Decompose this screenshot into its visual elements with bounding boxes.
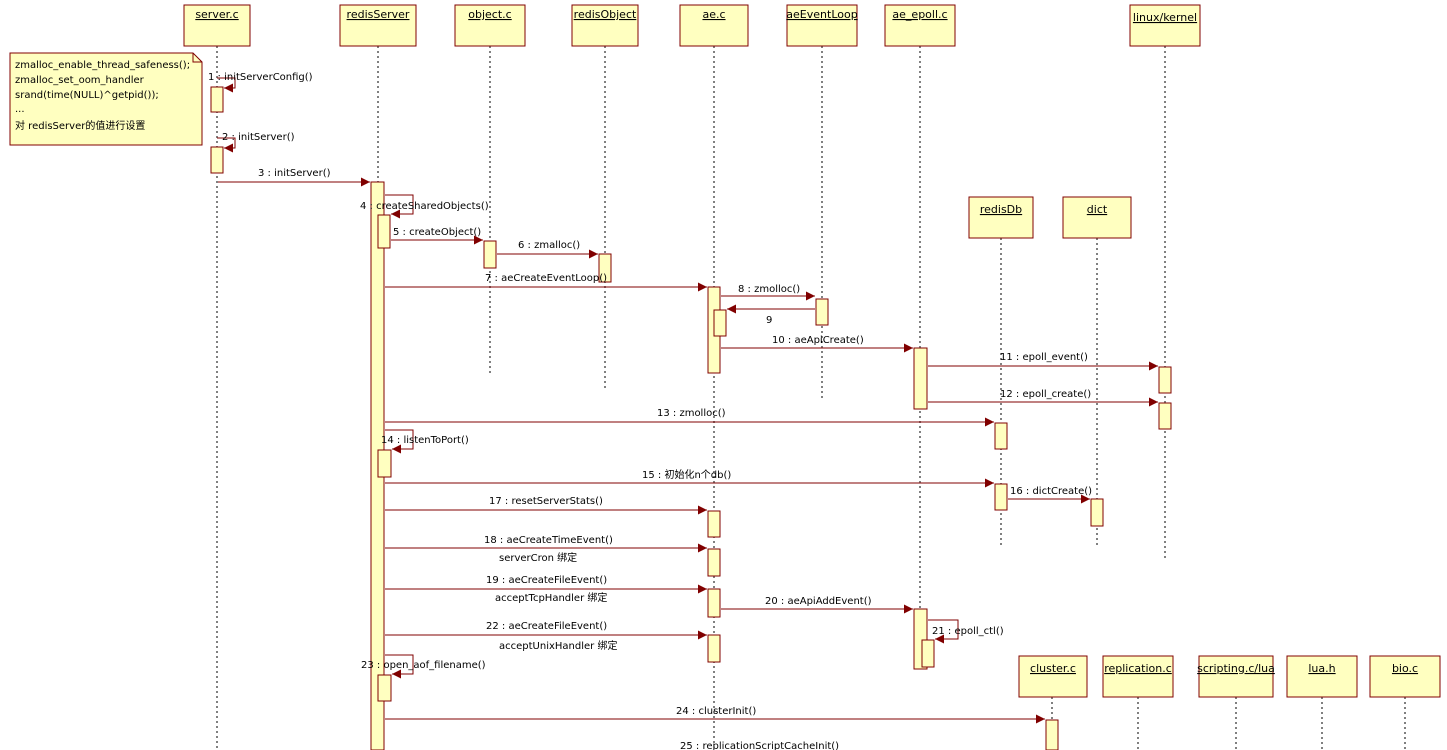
participant-replication-c: replication.c	[1104, 662, 1172, 675]
note-line-1: zmalloc_enable_thread_safeness();	[15, 60, 190, 71]
message-7-label: 7 : aeCreateEventLoop()	[485, 273, 607, 284]
participant-boxes	[183, 4, 1441, 698]
message-9-label: 9	[766, 315, 772, 326]
message-11-label: 11 : epoll_event()	[1000, 352, 1088, 363]
note-line-4: ...	[15, 104, 25, 115]
message-2-label: 2 : initServer()	[222, 132, 295, 143]
message-16-label: 16 : dictCreate()	[1010, 486, 1092, 497]
note-line-5: 对 redisServer的值进行设置	[15, 119, 145, 132]
message-5-label: 5 : createObject()	[393, 227, 481, 238]
participant-redisdb: redisDb	[980, 203, 1022, 216]
message-21-label: 21 : epoll_ctl()	[932, 626, 1004, 637]
participant-redisobject: redisObject	[574, 8, 637, 21]
participant-redisserver: redisServer	[347, 8, 410, 21]
participant-linux-kernel: linux/kernel	[1133, 11, 1197, 24]
message-8-label: 8 : zmolloc()	[738, 284, 800, 295]
note-line-2: zmalloc_set_oom_handler	[15, 75, 145, 86]
message-15-label: 15 : 初始化n个db()	[642, 468, 731, 481]
message-12-label: 12 : epoll_create()	[1000, 389, 1091, 400]
message-24-label: 24 : clusterInit()	[676, 706, 756, 717]
message-19-note: acceptTcpHandler 绑定	[495, 591, 607, 604]
note: zmalloc_enable_thread_safeness(); zmallo…	[9, 52, 203, 146]
message-3-label: 3 : initServer()	[258, 168, 331, 179]
message-arrows	[217, 77, 1158, 724]
message-20-label: 20 : aeApiAddEvent()	[765, 596, 872, 607]
message-23-label: 23 : open_aof_filename()	[361, 660, 486, 671]
participant-aeeventloop: aeEventLoop	[786, 8, 857, 21]
message-4-label: 4 : createSharedObjects()	[360, 201, 489, 212]
message-14-label: 14 : listenToPort()	[381, 435, 469, 446]
participant-ae-epoll-c: ae_epoll.c	[892, 8, 947, 21]
participant-dict: dict	[1087, 203, 1108, 216]
message-18-label: 18 : aeCreateTimeEvent()	[484, 535, 613, 546]
lifelines	[216, 46, 1406, 750]
message-22-label: 22 : aeCreateFileEvent()	[486, 621, 607, 632]
message-19-label: 19 : aeCreateFileEvent()	[486, 575, 607, 586]
message-10-label: 10 : aeApiCreate()	[772, 335, 864, 346]
message-6-label: 6 : zmalloc()	[518, 240, 580, 251]
participant-lua-h: lua.h	[1308, 662, 1335, 675]
message-25-label: 25 : replicationScriptCacheInit()	[680, 741, 839, 750]
participant-cluster-c: cluster.c	[1030, 662, 1076, 675]
participant-ae-c: ae.c	[702, 8, 725, 21]
message-22-note: acceptUnixHandler 绑定	[499, 639, 617, 652]
message-17-label: 17 : resetServerStats()	[489, 496, 603, 507]
message-1-label: 1 : initServerConfig()	[208, 72, 313, 83]
participant-scripting-c-lua: scripting.c/lua	[1197, 662, 1275, 675]
participant-server-c: server.c	[195, 8, 238, 21]
activation-bars	[210, 86, 1172, 750]
participant-object-c: object.c	[468, 8, 511, 21]
participant-bio-c: bio.c	[1392, 662, 1418, 675]
message-18-note: serverCron 绑定	[499, 551, 577, 564]
note-line-3: srand(time(NULL)^getpid());	[15, 90, 159, 101]
message-13-label: 13 : zmolloc()	[657, 408, 726, 419]
